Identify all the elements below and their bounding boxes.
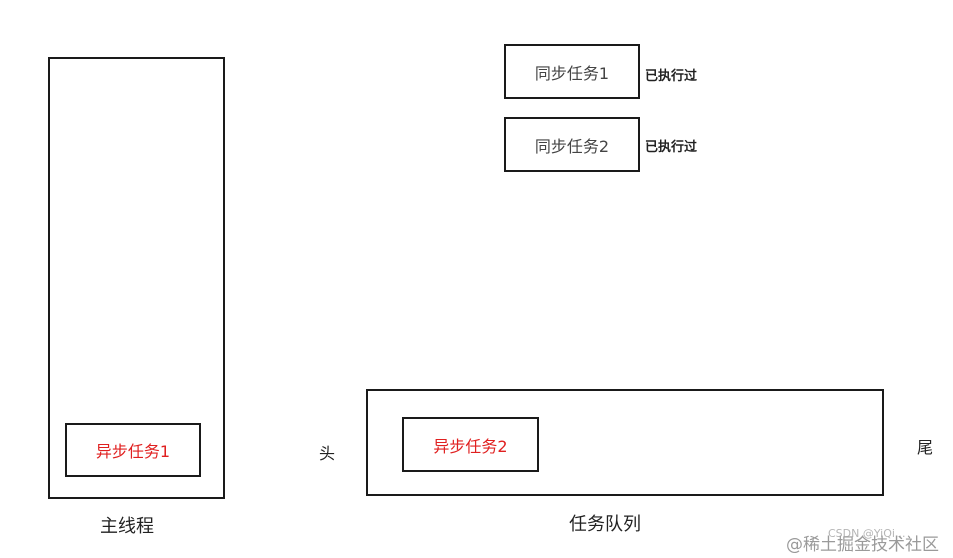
sync-task-2-status: 已执行过 (645, 140, 698, 155)
watermark-overlay-text: CSDN @YiQi... (828, 527, 906, 540)
sync-task-1-box: 同步任务1 (504, 44, 640, 99)
queue-head-label: 头 (319, 444, 336, 463)
main-thread-label: 主线程 (100, 516, 154, 537)
async-task-1-label: 异步任务1 (95, 442, 171, 461)
async-task-2-box: 异步任务2 (402, 417, 539, 472)
sync-task-2-label: 同步任务2 (534, 136, 610, 156)
async-task-2-label: 异步任务2 (433, 436, 508, 456)
queue-tail-label: 尾 (917, 438, 934, 457)
sync-task-1-status: 已执行过 (645, 69, 698, 84)
sync-task-2-box: 同步任务2 (504, 117, 640, 172)
task-queue-label: 任务队列 (569, 514, 641, 535)
watermark-text: @稀土掘金技术社区 (786, 535, 939, 555)
sync-task-1-label: 同步任务1 (534, 63, 610, 83)
async-task-1-box: 异步任务1 (65, 423, 201, 477)
